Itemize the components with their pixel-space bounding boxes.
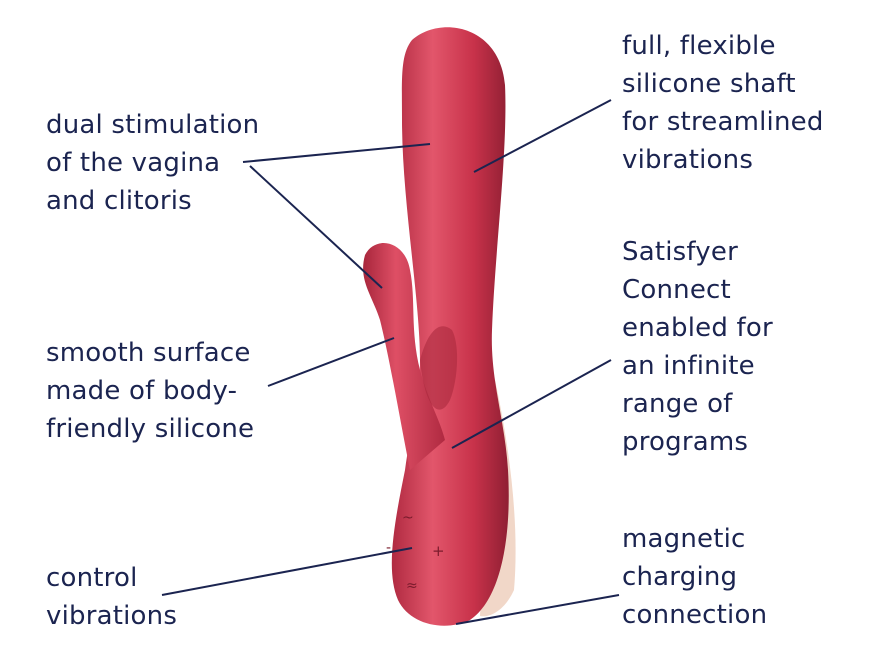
callout-line: an infinite bbox=[622, 351, 755, 381]
dual-line-arm bbox=[249, 165, 383, 289]
clitoral-arm bbox=[363, 243, 445, 470]
plus-button-icon[interactable]: + bbox=[432, 542, 445, 560]
shaft-line bbox=[473, 99, 612, 173]
callout-line: vibrations bbox=[46, 601, 178, 631]
double-wave-icon[interactable]: ≈ bbox=[406, 578, 418, 594]
connect-line bbox=[451, 359, 612, 449]
callout-line: for streamlined bbox=[622, 107, 824, 137]
callout-control-vibrations: control vibrations bbox=[46, 559, 177, 635]
callout-line: connection bbox=[622, 600, 768, 630]
control-line bbox=[161, 547, 413, 596]
callout-line: smooth surface bbox=[46, 338, 251, 368]
callout-line: dual stimulation bbox=[46, 110, 260, 140]
callout-line: made of body- bbox=[46, 376, 238, 406]
callout-line: range of bbox=[622, 389, 733, 419]
dual-line-shaft bbox=[242, 143, 431, 163]
callout-line: full, flexible bbox=[622, 31, 776, 61]
minus-button-icon[interactable]: - bbox=[386, 540, 391, 556]
callout-flexible-shaft: full, flexible silicone shaft for stream… bbox=[622, 27, 824, 179]
leader-lines bbox=[161, 99, 620, 625]
joint-shadow bbox=[420, 326, 458, 410]
callout-line: and clitoris bbox=[46, 186, 192, 216]
charging-line bbox=[455, 594, 620, 625]
callout-line: Connect bbox=[622, 275, 731, 305]
callout-line: magnetic bbox=[622, 524, 746, 554]
callout-line: Satisfyer bbox=[622, 237, 738, 267]
callout-line: enabled for bbox=[622, 313, 773, 343]
mode-wave-icon[interactable]: ~ bbox=[402, 510, 414, 526]
callout-line: charging bbox=[622, 562, 738, 592]
callout-smooth-surface: smooth surface made of body- friendly si… bbox=[46, 334, 254, 448]
callout-magnetic-charging: magnetic charging connection bbox=[622, 520, 767, 634]
callout-line: control bbox=[46, 563, 138, 593]
callout-satisfyer-connect: Satisfyer Connect enabled for an infinit… bbox=[622, 233, 773, 461]
callout-line: vibrations bbox=[622, 145, 754, 175]
smooth-line bbox=[267, 337, 395, 387]
callout-dual-stimulation: dual stimulation of the vagina and clito… bbox=[46, 106, 259, 220]
callout-line: of the vagina bbox=[46, 148, 221, 178]
main-shaft bbox=[391, 27, 509, 626]
callout-line: silicone shaft bbox=[622, 69, 796, 99]
callout-line: programs bbox=[622, 427, 749, 457]
callout-line: friendly silicone bbox=[46, 414, 255, 444]
